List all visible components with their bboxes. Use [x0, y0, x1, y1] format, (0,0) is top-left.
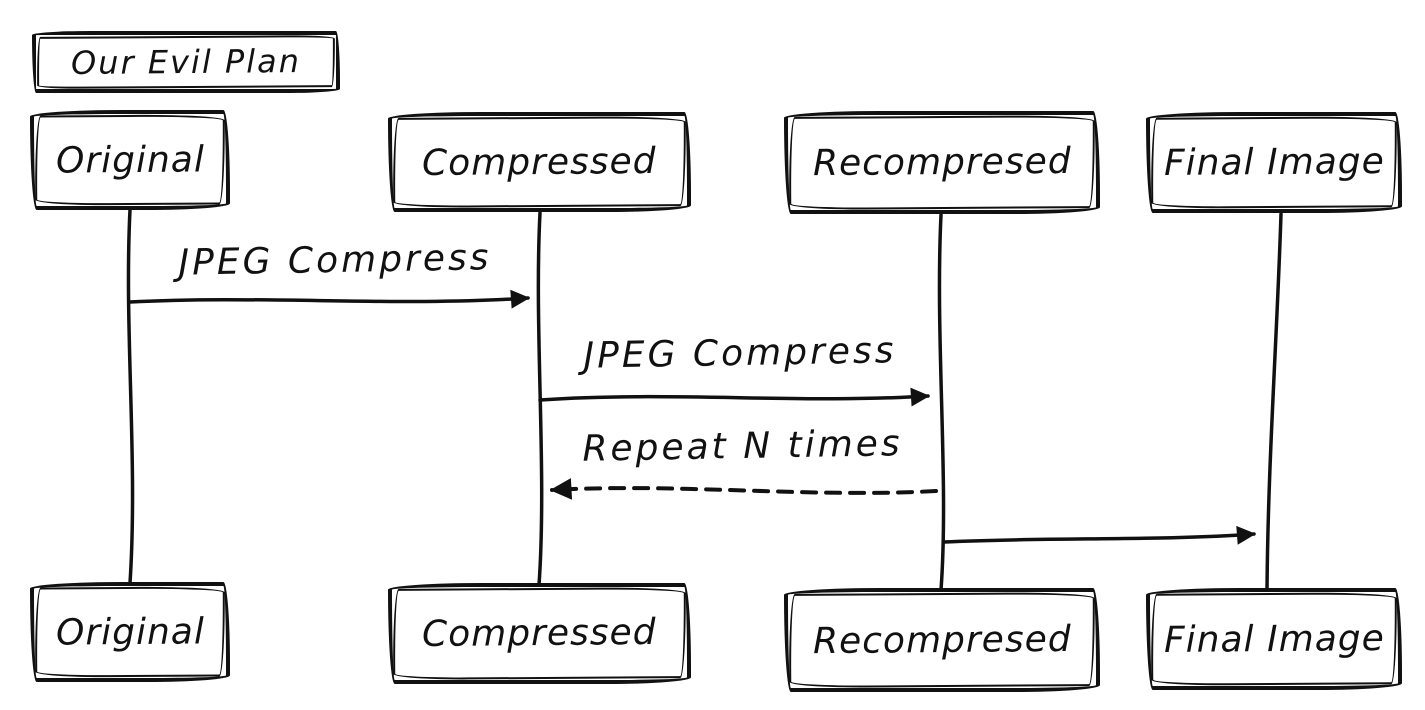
arrow-to-final-image	[942, 525, 1256, 545]
lifeline-recompresed	[937, 213, 946, 592]
lifeline-head-recompresed-label: Recompresed	[812, 140, 1072, 185]
lifeline-head-compressed-label: Compressed	[422, 140, 657, 184]
lifeline-head-original-label: Original	[55, 138, 205, 182]
arrow-jpeg-compress-1	[128, 289, 530, 309]
lifeline-head-final-image-label: Final Image	[1163, 141, 1385, 184]
lifeline-head-final-image: Final Image	[1146, 112, 1402, 213]
lifeline-foot-final-image: Final Image	[1146, 588, 1402, 690]
lifeline-foot-original-label: Original	[55, 610, 205, 654]
lifeline-foot-recompresed: Recompresed	[784, 588, 1100, 692]
message-label-jpeg-compress-2: JPEG Compress	[583, 330, 897, 377]
lifeline-foot-compressed-label: Compressed	[422, 611, 657, 656]
diagram-title: Our Evil Plan	[70, 41, 302, 83]
lifeline-foot-compressed: Compressed	[388, 583, 691, 684]
diagram-title-box: Our Evil Plan	[32, 31, 340, 93]
lifeline-foot-original: Original	[30, 582, 230, 682]
lifeline-foot-final-image-label: Final Image	[1163, 617, 1385, 661]
message-label-repeat-n-times: Repeat N times	[582, 423, 903, 470]
arrow-jpeg-compress-2	[538, 387, 930, 407]
lifeline-head-recompresed: Recompresed	[784, 111, 1100, 214]
lifeline-foot-recompresed-label: Recompresed	[812, 618, 1072, 662]
arrow-repeat-n-times-dashed	[549, 478, 938, 500]
message-label-jpeg-compress-1: JPEG Compress	[178, 237, 492, 284]
lifeline-final-image	[1265, 212, 1283, 592]
lifeline-original	[126, 208, 135, 585]
lifeline-head-compressed: Compressed	[388, 112, 691, 212]
lifeline-head-original: Original	[30, 110, 230, 210]
